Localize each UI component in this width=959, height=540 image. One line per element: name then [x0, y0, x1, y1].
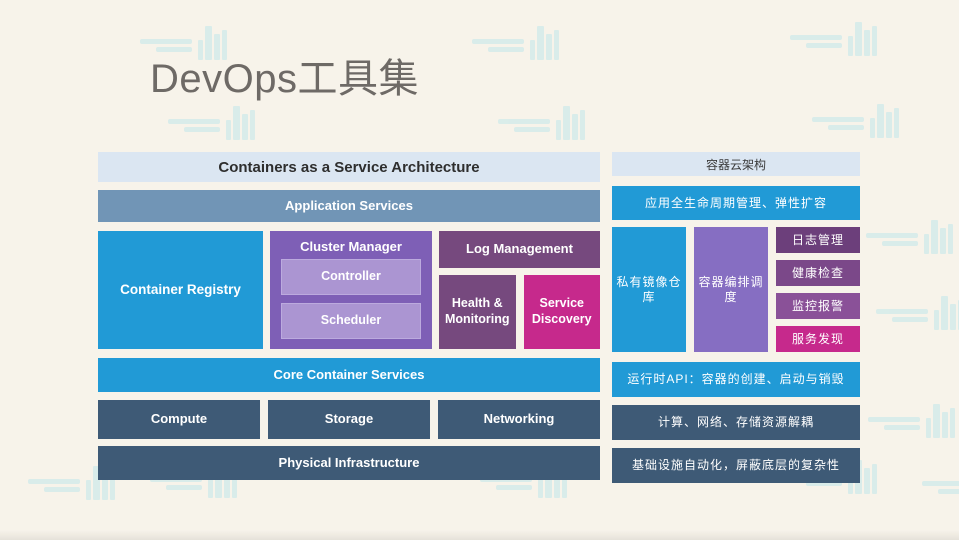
monitor-alert-box: 监控报警 — [776, 293, 860, 319]
log-column: Log Management Health & Monitoring Servi… — [439, 231, 600, 349]
physical-infrastructure-box: Physical Infrastructure — [98, 446, 600, 480]
logo-watermark-icon — [790, 22, 877, 56]
infra-automation-box: 基础设施自动化，屏蔽底层的复杂性 — [612, 448, 860, 483]
compute-box: Compute — [98, 400, 260, 439]
health-discovery-row: Health & Monitoring Service Discovery — [439, 275, 600, 349]
resource-decoupling-box: 计算、网络、存储资源解耦 — [612, 405, 860, 440]
runtime-api-box: 运行时API：容器的创建、启动与销毁 — [612, 362, 860, 397]
logo-watermark-icon — [876, 296, 959, 330]
logo-watermark-icon — [472, 26, 559, 60]
caas-architecture-diagram: Containers as a Service Architecture App… — [98, 152, 600, 480]
right-feature-column: 日志管理 健康检查 监控报警 服务发现 — [776, 227, 860, 352]
logo-watermark-icon — [922, 468, 959, 502]
container-cloud-diagram: 容器云架构 应用全生命周期管理、弹性扩容 私有镜像仓库 容器编排调度 日志管理 … — [612, 152, 860, 483]
application-services-box: Application Services — [98, 190, 600, 222]
right-diagram-header: 容器云架构 — [612, 152, 860, 176]
log-mgmt-cn-box: 日志管理 — [776, 227, 860, 253]
logo-watermark-icon — [868, 404, 955, 438]
infrastructure-row: Compute Storage Networking — [98, 400, 600, 439]
cluster-manager-box: Cluster Manager Controller Scheduler — [270, 231, 432, 349]
logo-watermark-icon — [168, 106, 255, 140]
left-middle-row: Container Registry Cluster Manager Contr… — [98, 231, 600, 349]
right-middle-row: 私有镜像仓库 容器编排调度 日志管理 健康检查 监控报警 服务发现 — [612, 227, 860, 352]
app-lifecycle-box: 应用全生命周期管理、弹性扩容 — [612, 186, 860, 220]
core-container-services-box: Core Container Services — [98, 358, 600, 392]
controller-box: Controller — [281, 259, 421, 295]
health-check-box: 健康检查 — [776, 260, 860, 286]
logo-watermark-icon — [812, 104, 899, 138]
logo-watermark-icon — [498, 106, 585, 140]
log-management-box: Log Management — [439, 231, 600, 268]
service-discovery-box: Service Discovery — [523, 275, 600, 349]
orchestration-box: 容器编排调度 — [694, 227, 768, 352]
logo-watermark-icon — [866, 220, 953, 254]
private-registry-box: 私有镜像仓库 — [612, 227, 686, 352]
logo-watermark-icon — [28, 466, 115, 500]
cluster-manager-label: Cluster Manager — [300, 239, 402, 254]
slide-title: DevOps工具集 — [150, 57, 419, 101]
left-diagram-header: Containers as a Service Architecture — [98, 152, 600, 182]
health-monitoring-box: Health & Monitoring — [439, 275, 516, 349]
storage-box: Storage — [268, 400, 430, 439]
scheduler-box: Scheduler — [281, 303, 421, 339]
container-registry-box: Container Registry — [98, 231, 263, 349]
service-discovery-cn-box: 服务发现 — [776, 326, 860, 352]
networking-box: Networking — [438, 400, 600, 439]
logo-watermark-icon — [140, 26, 227, 60]
